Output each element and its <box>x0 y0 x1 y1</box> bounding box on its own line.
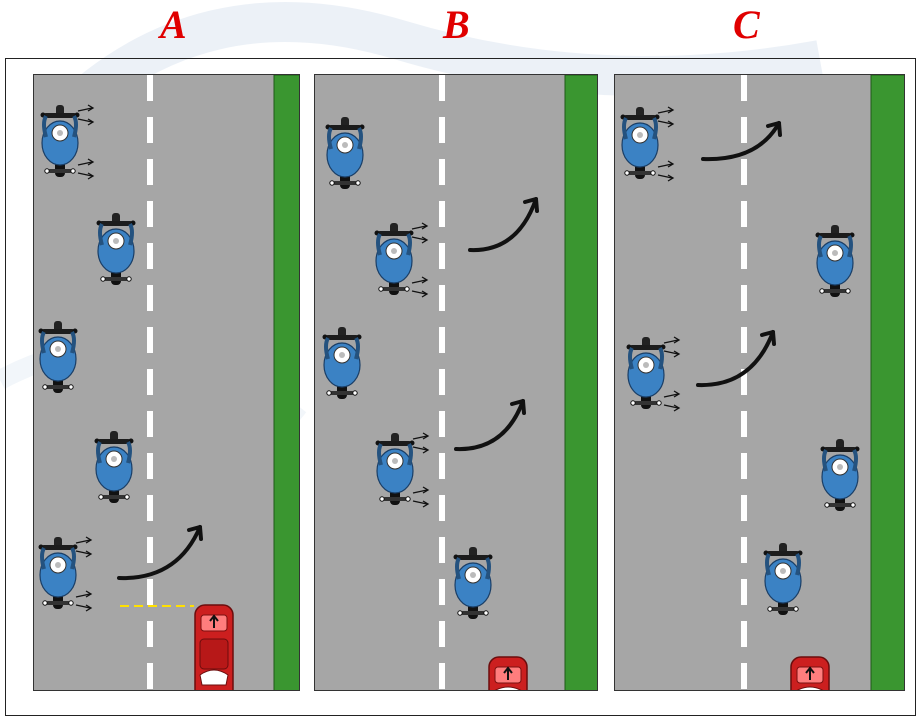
motorcycle-icon <box>322 327 362 399</box>
motorcycle-icon <box>374 222 429 298</box>
turn-signal-icon <box>75 590 93 612</box>
lane-change-arrow <box>701 121 782 162</box>
motorcycle-icon <box>620 106 675 182</box>
turn-signal-icon <box>75 536 93 558</box>
car-icon <box>194 604 234 690</box>
road-surface <box>34 75 299 690</box>
grass-verge <box>273 75 299 690</box>
turn-signal-icon <box>411 276 429 298</box>
car-icon <box>790 656 830 690</box>
motorcycle-icon <box>38 536 93 612</box>
turn-signal-icon <box>412 432 430 454</box>
diagram-frame <box>5 58 916 716</box>
panel-label-b: B <box>443 2 470 47</box>
turn-signal-icon <box>412 486 430 508</box>
lane-change-arrow <box>468 197 539 253</box>
turn-signal-icon <box>657 106 675 128</box>
grass-verge <box>870 75 904 690</box>
motorcycle-icon <box>820 439 860 511</box>
road-scene-b <box>315 75 597 690</box>
lane-change-arrow <box>696 330 776 388</box>
panel-b <box>314 74 598 691</box>
motorcycle-icon <box>375 432 430 508</box>
turn-signal-icon <box>77 158 95 180</box>
lane-change-arrow <box>454 399 526 452</box>
motorcycle-icon <box>38 321 78 393</box>
motorcycle-icon <box>40 104 95 180</box>
motorcycle-icon <box>94 431 134 503</box>
road-scene-c <box>615 75 904 690</box>
panel-c <box>614 74 905 691</box>
motorcycle-icon <box>763 543 803 615</box>
car-icon <box>488 656 528 690</box>
turn-signal-icon <box>657 160 675 182</box>
panel-label-a: A <box>160 2 187 47</box>
motorcycle-icon <box>453 547 493 619</box>
grass-verge <box>564 75 597 690</box>
motorcycle-icon <box>815 225 855 297</box>
turn-signal-icon <box>663 336 681 358</box>
motorcycle-icon <box>325 117 365 189</box>
panel-label-c: C <box>733 2 760 47</box>
turn-signal-icon <box>411 222 429 244</box>
lane-change-arrow <box>117 525 203 581</box>
turn-signal-icon <box>663 390 681 412</box>
panel-a <box>33 74 300 691</box>
road-scene-a <box>34 75 299 690</box>
turn-signal-icon <box>77 104 95 126</box>
motorcycle-icon <box>96 213 136 285</box>
motorcycle-icon <box>626 336 681 412</box>
